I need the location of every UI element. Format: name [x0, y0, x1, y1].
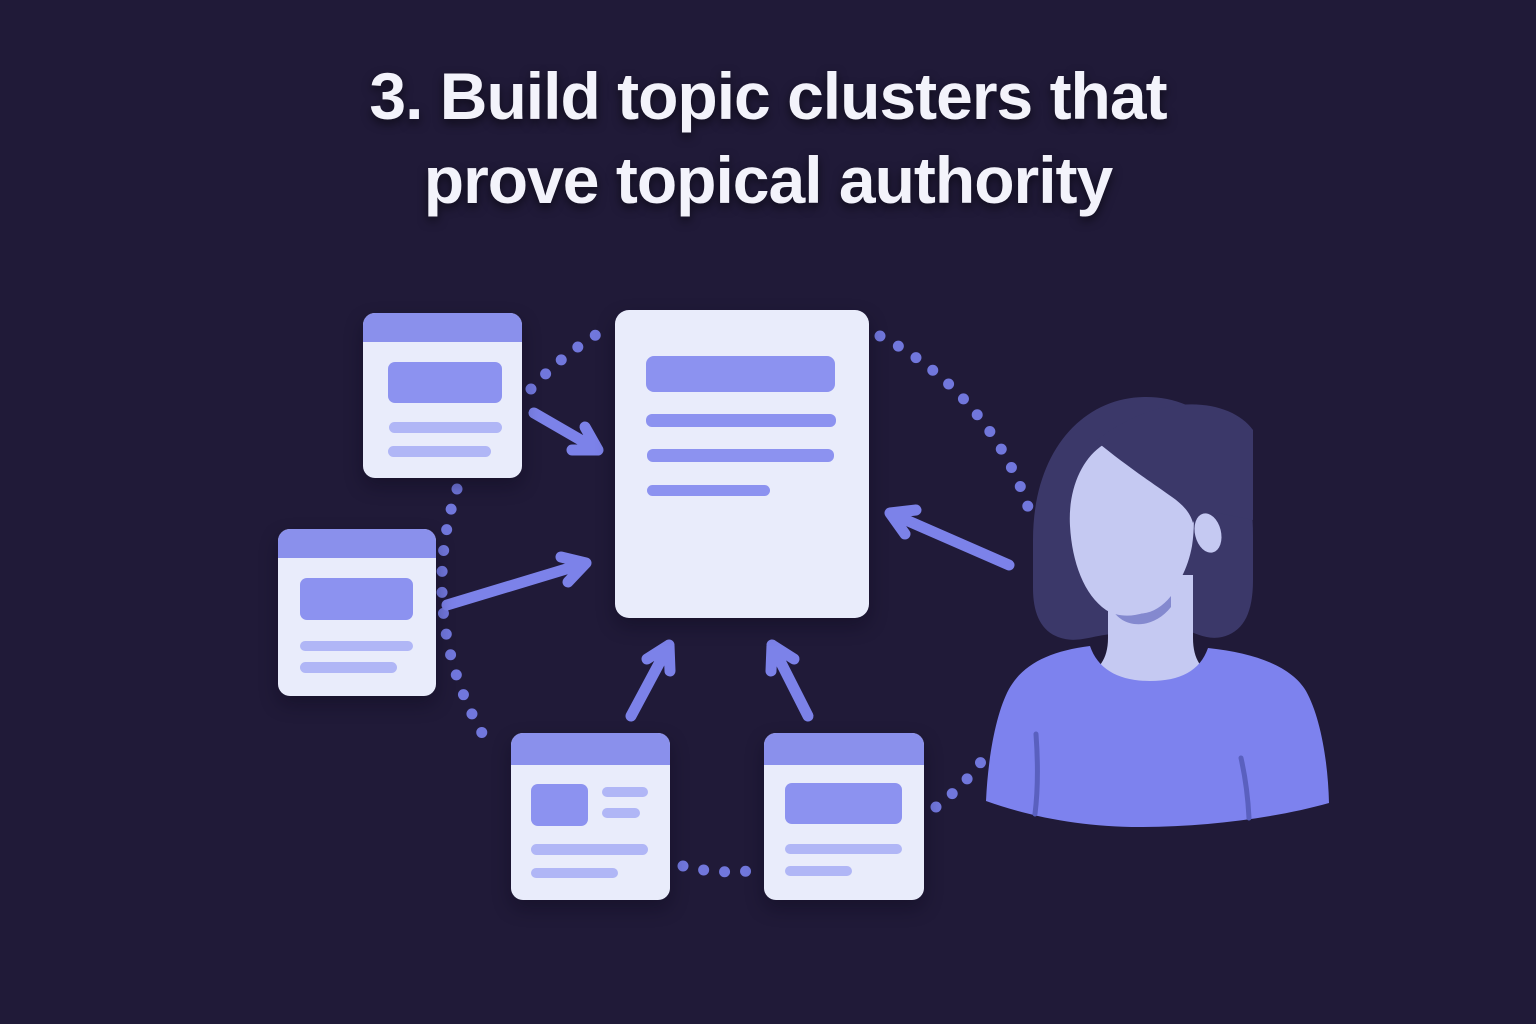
- dotted-arc-top-left: [525, 327, 605, 395]
- cluster-card-middle-left: [278, 529, 436, 696]
- card-text-line: [389, 422, 502, 433]
- card-text-line: [300, 662, 397, 673]
- link-arrows: [441, 407, 1015, 722]
- hair-front: [1096, 404, 1253, 523]
- pillar-text-line: [647, 449, 834, 462]
- cluster-card-top-left: [363, 313, 522, 478]
- page-title: 3. Build topic clusters that prove topic…: [0, 54, 1536, 222]
- card-text-line: [531, 868, 618, 878]
- dotted-circle: [436, 327, 1039, 878]
- card-text-line: [785, 866, 852, 876]
- card-image-block: [300, 578, 413, 620]
- pillar-text-line: [647, 485, 770, 496]
- shirt-seam-left: [1032, 731, 1040, 817]
- dotted-arc-bottom-right: [930, 756, 987, 813]
- card-caption-line: [602, 787, 648, 797]
- title-line-2: prove topical authority: [423, 143, 1113, 217]
- cluster-card-bottom-right: [764, 733, 924, 900]
- ear: [1194, 513, 1222, 553]
- pillar-text-line: [646, 414, 836, 427]
- dotted-arc-bottom: [677, 860, 754, 878]
- card-image-block: [388, 362, 502, 403]
- title-line-1: 3. Build topic clusters that: [369, 59, 1167, 133]
- card-text-line: [388, 446, 491, 457]
- card-header-bar: [764, 733, 924, 765]
- arrow-bottom-left-to-pillar: [625, 639, 676, 722]
- card-caption-line: [602, 808, 640, 818]
- arrow-middle-left-to-pillar: [441, 551, 592, 611]
- shirt-seam-right: [1238, 755, 1252, 821]
- card-text-line: [785, 844, 902, 854]
- person-illustration: [986, 397, 1329, 827]
- card-text-line: [531, 844, 648, 855]
- pillar-page-card: [615, 310, 869, 618]
- card-header-bar: [278, 529, 436, 558]
- arrow-bottom-right-to-pillar: [765, 639, 814, 722]
- cluster-card-bottom-left: [511, 733, 670, 900]
- dotted-arc-top-right: [874, 330, 1039, 529]
- arrow-person-to-pillar: [884, 504, 1015, 571]
- card-header-bar: [363, 313, 522, 342]
- pillar-title-block: [646, 356, 835, 392]
- card-text-line: [300, 641, 413, 651]
- card-image-block: [785, 783, 902, 824]
- dotted-arc-left: [436, 483, 498, 755]
- card-header-bar: [511, 733, 670, 765]
- neck-shadow: [1111, 596, 1171, 625]
- card-image-block: [531, 784, 588, 826]
- arrow-top-left-to-pillar: [528, 407, 604, 456]
